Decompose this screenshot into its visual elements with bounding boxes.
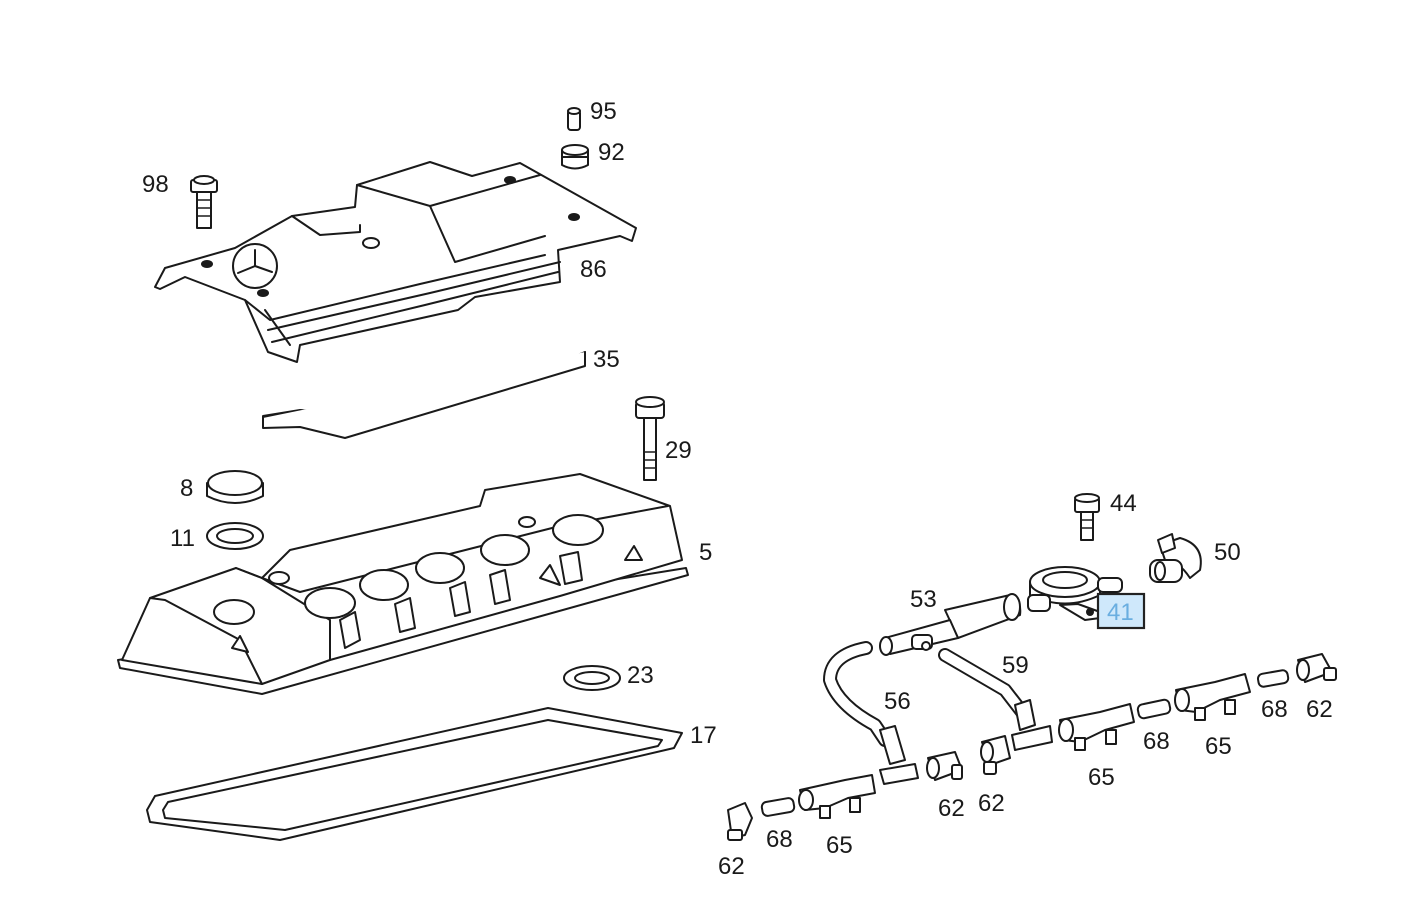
label-11: 11 <box>170 525 195 552</box>
label-17: 17 <box>690 722 717 749</box>
label-56: 56 <box>884 688 911 715</box>
label-98: 98 <box>142 171 169 198</box>
elbow-hose-50 <box>1149 533 1202 583</box>
gasket-17 <box>146 707 683 841</box>
insulation-strip-35 <box>262 351 586 439</box>
bolt-98 <box>190 175 218 229</box>
elbow-62-middle-b <box>980 735 1011 775</box>
label-53: 53 <box>910 586 937 613</box>
oil-separator-41 <box>1027 566 1123 621</box>
label-35: 35 <box>593 346 620 373</box>
label-65-right: 65 <box>1205 733 1232 760</box>
label-62-right: 62 <box>1306 696 1333 723</box>
elbow-62-middle-a <box>926 751 963 781</box>
label-62-middle-b: 62 <box>978 790 1005 817</box>
label-23: 23 <box>627 662 654 689</box>
label-5: 5 <box>699 539 712 566</box>
cylinder-head-cover-5 <box>117 473 689 695</box>
sleeve-68-bottom <box>760 797 796 817</box>
label-68-bottom: 68 <box>766 826 793 853</box>
label-29: 29 <box>665 437 692 464</box>
grommet-92 <box>561 144 589 170</box>
seal-ring-11 <box>206 522 264 550</box>
label-68-center: 68 <box>1143 728 1170 755</box>
label-65-center: 65 <box>1088 764 1115 791</box>
label-95: 95 <box>590 98 617 125</box>
sleeve-68-right <box>1256 669 1290 688</box>
callout-labels: 95 92 98 86 35 29 8 11 5 23 17 44 50 53 … <box>142 98 1333 880</box>
label-65-bottom: 65 <box>826 832 853 859</box>
label-44: 44 <box>1110 490 1137 517</box>
tee-65-bottom <box>798 774 876 819</box>
highlight-box-41[interactable] <box>1096 592 1146 630</box>
tee-65-right <box>1174 673 1251 721</box>
t-piece-53 <box>879 593 1022 656</box>
label-86: 86 <box>580 256 607 283</box>
sleeve-68-center <box>1136 698 1172 720</box>
label-59: 59 <box>1002 652 1029 679</box>
label-62-middle-a: 62 <box>938 795 965 822</box>
label-8: 8 <box>180 475 193 502</box>
label-62-bottom: 62 <box>718 853 745 880</box>
label-50: 50 <box>1214 539 1241 566</box>
oil-cap-8 <box>206 470 264 504</box>
hose-59 <box>938 648 1053 751</box>
elbow-62-bottom-left <box>727 802 753 841</box>
label-92: 92 <box>598 139 625 166</box>
bolt-29 <box>635 396 665 481</box>
label-68-right: 68 <box>1261 696 1288 723</box>
engine-cover-86 <box>154 161 637 363</box>
bolt-44 <box>1074 493 1100 541</box>
tee-65-center <box>1058 703 1135 751</box>
elbow-62-right <box>1296 653 1337 683</box>
hose-56 <box>823 641 919 785</box>
rubber-plug-95 <box>567 107 581 131</box>
seal-ring-23 <box>563 665 621 691</box>
label-41[interactable]: 41 <box>1107 599 1134 626</box>
